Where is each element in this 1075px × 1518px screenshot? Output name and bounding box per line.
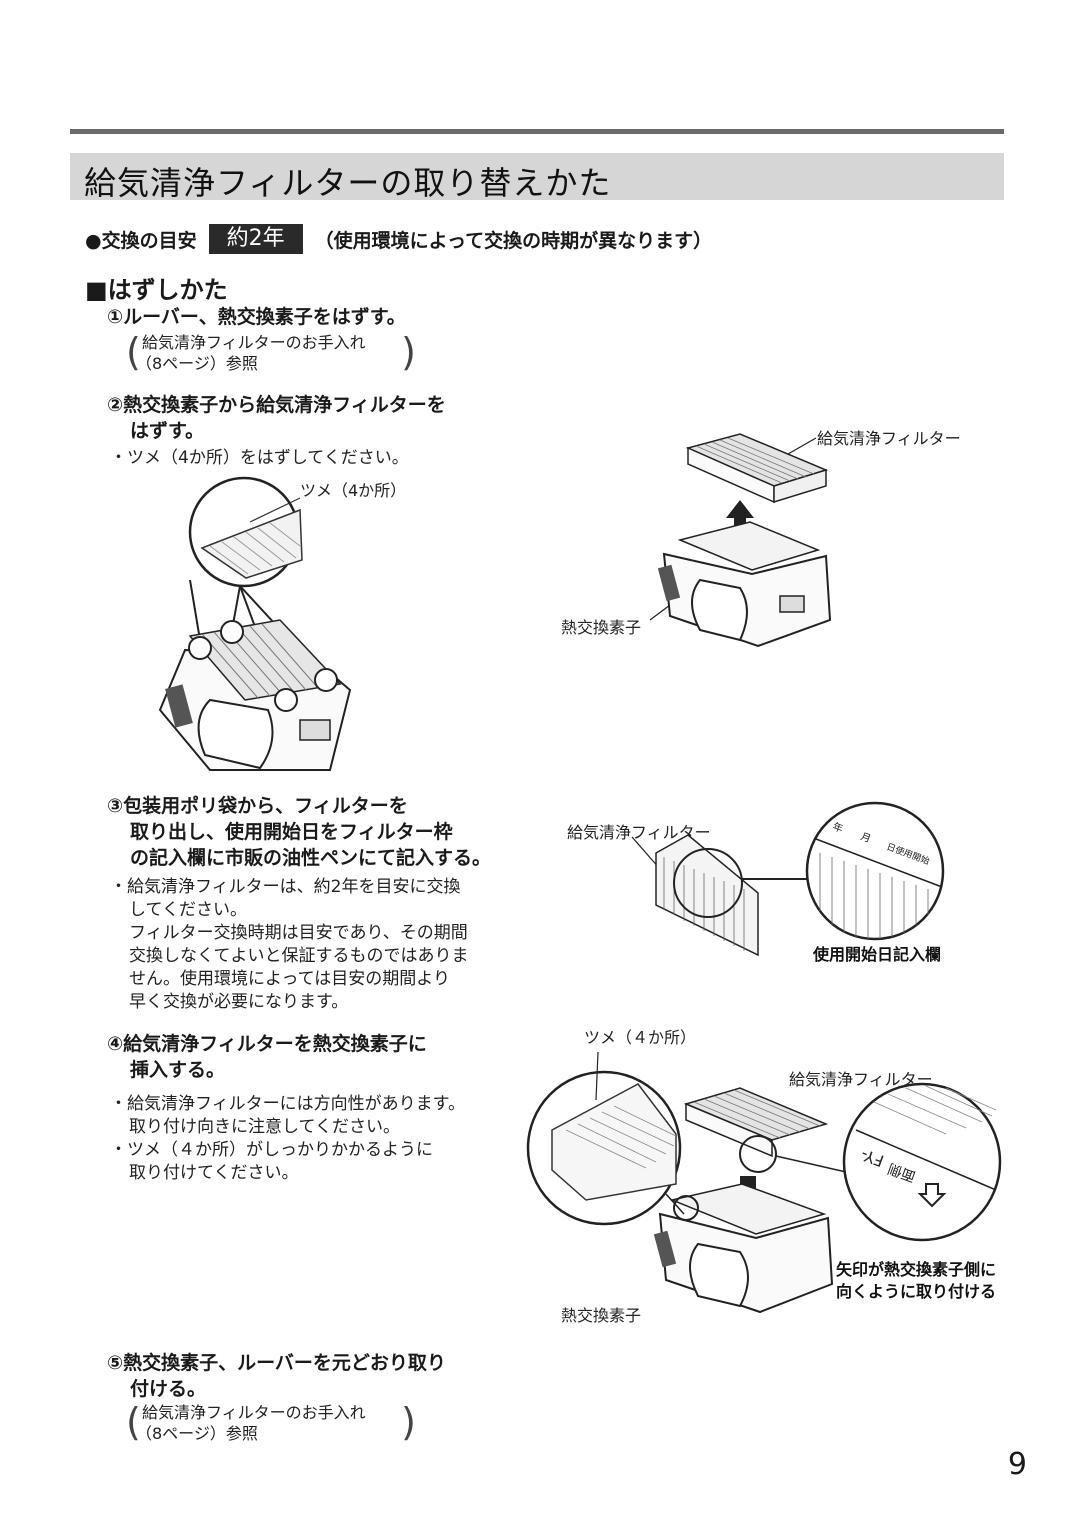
step-5-title-line1: ⑤熱交換素子、ルーバーを元どおり取り [107,1352,446,1374]
guide-badge: 約2年 [208,224,303,254]
step-3-note-1: ・給気清浄フィルターは、約2年を目安に交換 [110,877,461,897]
step-2-title-line2: はずす。 [130,420,205,442]
guide-prefix: ●交換の目安 [85,229,197,252]
fig4-filter-label: 給気清浄フィルター [789,1070,933,1089]
fig2-element-label: 熱交換素子 [561,618,642,637]
step-2-title-line1: ②熱交換素子から給気清浄フィルターを [107,394,446,416]
step-1-reference: ( 給気清浄フィルターのお手入れ （8ページ）参照 ) [126,330,416,376]
step-4-note-1: ・給気清浄フィルターには方向性があります。 [110,1094,465,1114]
page-title: 給気清浄フィルターの取り替えかた [84,164,612,202]
guide-suffix: （使用環境によって交換の時期が異なります） [314,229,713,252]
paren-left: ( [126,1400,141,1444]
fig4-direction-note-2: 向くように取り付ける [836,1282,997,1301]
step-4-note-4: 取り付けてください。 [129,1163,299,1183]
ref-line-1: 給気清浄フィルターのお手入れ [142,1403,366,1422]
ref-line-2: （8ページ）参照 [136,1424,258,1443]
fig3-filter-label: 給気清浄フィルター [567,823,711,842]
fig3-date-field-label: 使用開始日記入欄 [813,945,942,964]
paren-left: ( [126,330,141,374]
step-3-note-5: せん。使用環境によっては目安の期間より [129,969,450,989]
step-3-note-4: 交換しなくてよいと保証するものではありま [129,946,469,966]
fig1-illustration [158,476,352,771]
section-heading: ■はずしかた [85,276,228,304]
title-bar: 給気清浄フィルターの取り替えかた [70,153,1004,202]
fig4-illustration: FY- 面側 [526,1051,1002,1314]
step-3-title-line3: の記入欄に市販の油性ペンにて記入する。 [130,847,492,869]
step-3-title-line1: ③包装用ポリ袋から、フィルターを [107,795,408,817]
step-5-title-line2: 付ける。 [130,1378,207,1400]
ref-line-2: （8ページ）参照 [136,354,258,373]
fig4-tsume-label: ツメ（４か所） [584,1028,697,1047]
fig3-month-mark: 月 [859,831,873,846]
fig3-illustration: 年 月 日使用開始 [631,801,945,957]
fig3-year-mark: 年 [831,820,845,836]
step-2-note: ・ツメ（4か所）をはずしてください。 [110,448,409,468]
paren-right: ) [401,330,416,374]
step-3-note-6: 早く交換が必要になります。 [129,992,349,1012]
top-rule [70,129,1004,134]
step-4-note-2: 取り付け向きに注意してください。 [129,1117,400,1137]
ref-line-1: 給気清浄フィルターのお手入れ [142,333,366,352]
step-5-reference: ( 給気清浄フィルターのお手入れ （8ページ）参照 ) [126,1400,416,1446]
paren-right: ) [401,1400,416,1444]
step-1-title: ①ルーバー、熱交換素子をはずす。 [107,306,406,328]
fig2-illustration [649,433,832,648]
step-4-title-line1: ④給気清浄フィルターを熱交換素子に [107,1033,427,1055]
step-3-note-2: してください。 [129,900,247,920]
page-number: 9 [1007,1447,1027,1482]
step-3-title-line2: 取り出し、使用開始日をフィルター枠 [130,821,453,843]
replacement-guide: ●交換の目安 約2年 （使用環境によって交換の時期が異なります） [85,224,712,254]
step-3-note-3: フィルター交換時期は目安であり、その期間 [129,923,468,943]
fig1-tsume-label: ツメ（4か所） [300,481,407,500]
fig2-filter-label: 給気清浄フィルター [817,429,961,448]
fig4-element-label: 熱交換素子 [561,1306,642,1325]
step-4-title-line2: 挿入する。 [130,1059,226,1081]
fig4-direction-note-1: 矢印が熱交換素子側に [836,1260,997,1279]
step-4-note-3: ・ツメ（４か所）がしっかりかかるように [110,1140,433,1160]
